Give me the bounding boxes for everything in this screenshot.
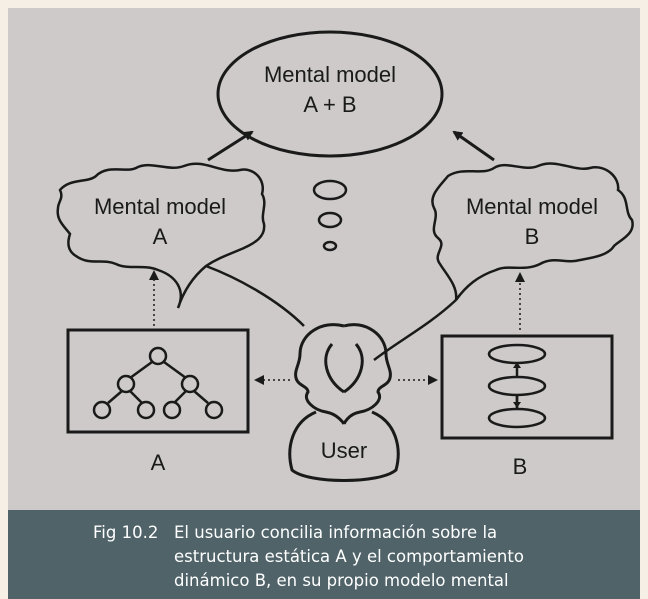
- arrow-b-to-merged: [452, 130, 495, 162]
- thought-bubbles: [312, 179, 348, 252]
- system-a-box: [66, 328, 250, 434]
- caption-line-3: dinámico B, en su propio modelo mental: [174, 571, 509, 590]
- dynamic-behavior-icon: [487, 343, 547, 429]
- mental-model-a-line1: Mental model: [94, 194, 226, 219]
- caption-line-2: estructura estática A y el comportamient…: [174, 547, 524, 566]
- thought-bubble-medium: [317, 211, 343, 229]
- mental-model-diagram: Mental model A + B Mental model A Menta: [56, 30, 634, 482]
- mental-model-b-cloud: Mental model B: [373, 162, 634, 361]
- tree-structure-icon: [92, 346, 224, 420]
- caption-first-row: Fig 10.2 El usuario concilia información …: [93, 521, 640, 545]
- system-a-label: A: [151, 450, 166, 475]
- user-figure-icon: [288, 323, 400, 482]
- arrow-a-to-merged: [207, 130, 254, 162]
- thought-bubble-large: [312, 179, 348, 201]
- merged-model-line2: A + B: [303, 92, 356, 117]
- system-b-label: B: [513, 454, 528, 479]
- mental-model-b-line1: Mental model: [466, 194, 598, 219]
- thought-bubble-small: [322, 240, 338, 252]
- diagram-photo: Mental model A + B Mental model A Menta: [8, 8, 640, 510]
- user-label: User: [321, 438, 367, 463]
- mental-model-b-line2: B: [525, 224, 540, 249]
- mental-model-a-line2: A: [153, 224, 168, 249]
- caption-figure-number: Fig 10.2: [93, 523, 159, 542]
- system-b-box: [440, 334, 614, 440]
- mental-model-a-cloud: Mental model A: [56, 162, 305, 327]
- figure-caption: Fig 10.2 El usuario concilia información …: [8, 510, 640, 599]
- merged-model-line1: Mental model: [264, 62, 396, 87]
- merged-model-bubble: Mental model A + B: [216, 30, 444, 158]
- caption-line-1: El usuario concilia información sobre la: [174, 523, 498, 542]
